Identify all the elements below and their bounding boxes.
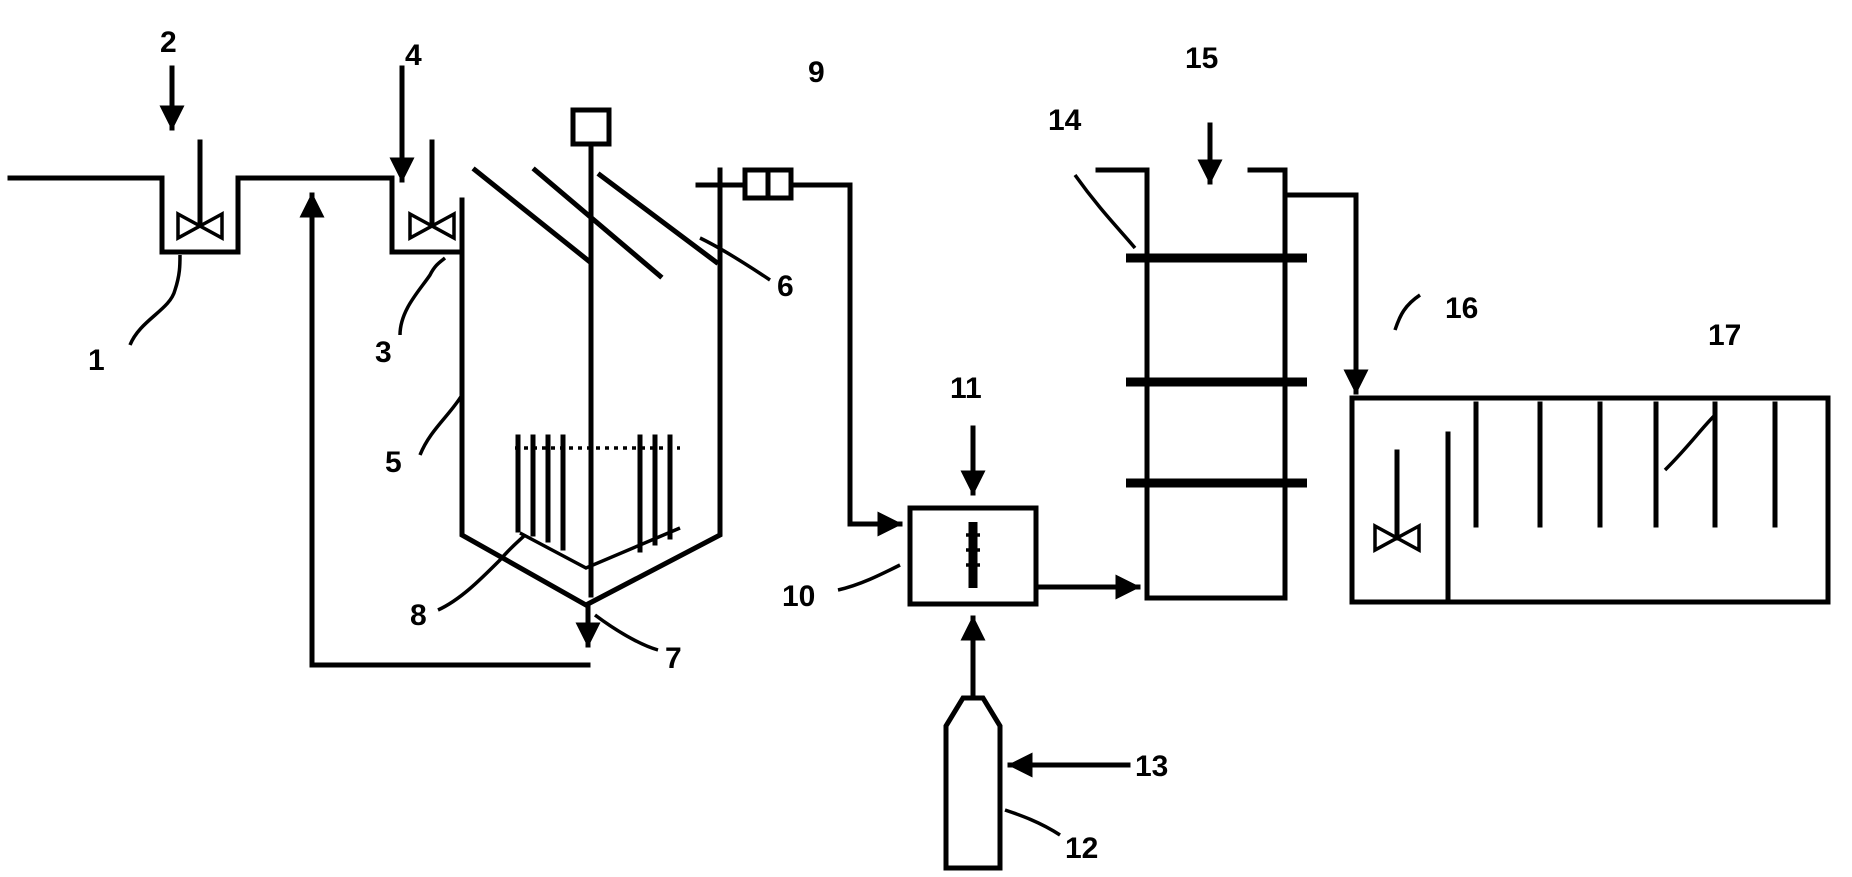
stirrer-icon (176, 139, 224, 241)
label-3: 3 (375, 336, 392, 369)
gas-valve (695, 167, 794, 201)
label-17: 17 (1708, 319, 1741, 352)
gas-cylinder-icon (943, 615, 1131, 871)
settling-tank (1349, 395, 1831, 605)
label-6: 6 (777, 270, 794, 303)
label-11: 11 (950, 372, 982, 405)
column-to-tank-line (1282, 192, 1369, 395)
part-labels: 1 2 3 4 5 6 7 8 9 10 11 12 13 14 15 16 1… (88, 26, 1741, 865)
label-12: 12 (1065, 832, 1098, 865)
inlet-pipe (7, 175, 465, 255)
absorption-column (1095, 167, 1307, 601)
label-15: 15 (1185, 42, 1218, 75)
label-16: 16 (1445, 292, 1478, 325)
mixer-box (907, 505, 1039, 607)
reactor-vessel (459, 167, 723, 648)
stirrer-icon (1373, 449, 1421, 553)
gas-line (788, 182, 903, 537)
label-14: 14 (1048, 104, 1082, 137)
label-10: 10 (782, 580, 815, 613)
leader-lines (128, 173, 1717, 837)
label-1: 1 (88, 344, 105, 377)
label-9: 9 (808, 56, 825, 89)
label-8: 8 (410, 599, 427, 632)
label-13: 13 (1135, 750, 1168, 783)
label-2: 2 (160, 26, 177, 59)
label-4: 4 (405, 39, 422, 72)
label-5: 5 (385, 446, 402, 479)
reactor-baffles (471, 166, 720, 280)
recycle-pipe (299, 192, 591, 668)
flow-arrow-icon (159, 65, 415, 183)
stirrer-icon (408, 139, 456, 241)
reactor-agitator (570, 107, 612, 598)
packing-grid (515, 434, 680, 553)
label-7: 7 (665, 642, 682, 675)
